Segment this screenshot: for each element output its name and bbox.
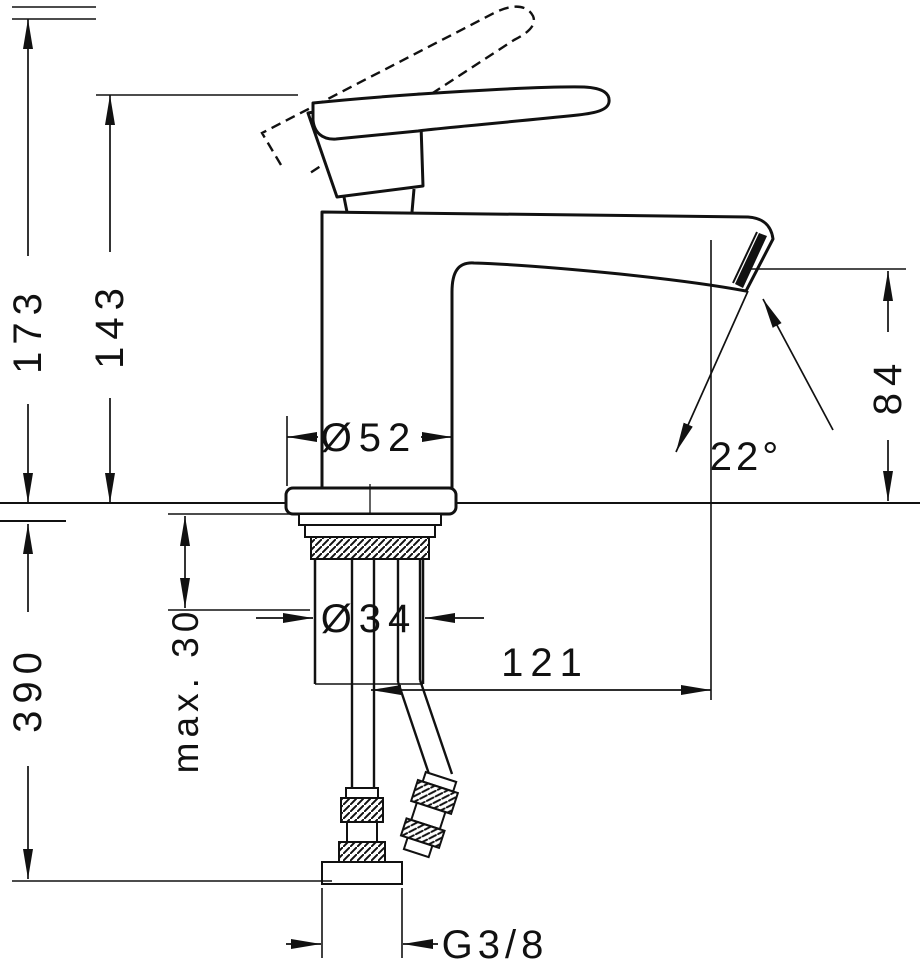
dim-base-diameter-label: Ø52: [321, 416, 418, 460]
dim-under-counter-length: 390: [6, 524, 332, 882]
hose2-angled-right: [418, 679, 454, 775]
dim-connection-thread-label: G3/8: [442, 923, 549, 967]
dim-base-diameter: Ø52: [286, 416, 453, 486]
neck-left-edge: [342, 196, 349, 213]
dim-spout-top-height: 143: [88, 94, 298, 503]
handle-lever: [311, 85, 611, 141]
dim-outlet-height: 84: [748, 268, 910, 501]
dim-shaft-diameter: Ø34: [256, 597, 484, 641]
hose2-connector: [399, 770, 460, 859]
faucet-body-spout: [320, 210, 775, 494]
hose1-collar: [345, 787, 379, 799]
dim-total-height-label: 173: [6, 286, 50, 374]
dim-outlet-angle: 22°: [675, 290, 834, 479]
handle-raised-dashed-outline: [260, 5, 536, 175]
dim-outlet-angle-label: 22°: [710, 435, 783, 479]
dim-spout-reach-label: 121: [501, 641, 589, 685]
washer-plate: [304, 524, 436, 538]
dim-shaft-diameter-label: Ø34: [321, 597, 418, 641]
faucet-outline: [260, 5, 775, 885]
hose1-body: [346, 821, 378, 843]
hose1-hex2: [338, 841, 386, 863]
dim-spout-reach: 121: [371, 240, 712, 700]
dim-total-height: 173: [6, 6, 96, 503]
hose2-tip: [402, 836, 434, 859]
angle-leader-line: [762, 298, 834, 431]
angle-stream-line: [675, 290, 749, 453]
aerator-inner-line: [732, 231, 758, 284]
hose1-thread-nut: [321, 861, 403, 885]
hose2-angled-left: [396, 681, 433, 781]
hose1-connector: [321, 787, 403, 885]
aerator-band: [735, 233, 767, 288]
dim-spout-top-height-label: 143: [88, 281, 132, 369]
mounting-surface: [0, 502, 920, 522]
dim-connection-thread: G3/8: [286, 888, 549, 967]
mounting-nut: [310, 536, 430, 560]
dim-outlet-height-label: 84: [866, 357, 910, 416]
neck-right-edge: [410, 188, 416, 213]
dim-max-mounting-thickness: max. 30: [165, 513, 332, 774]
base-flange: [284, 486, 458, 516]
gasket-plate: [298, 513, 442, 526]
dim-under-counter-length-label: 390: [6, 645, 50, 733]
dim-max-mounting-thickness-label: max. 30: [165, 607, 206, 774]
hose1-hex1: [340, 797, 384, 823]
